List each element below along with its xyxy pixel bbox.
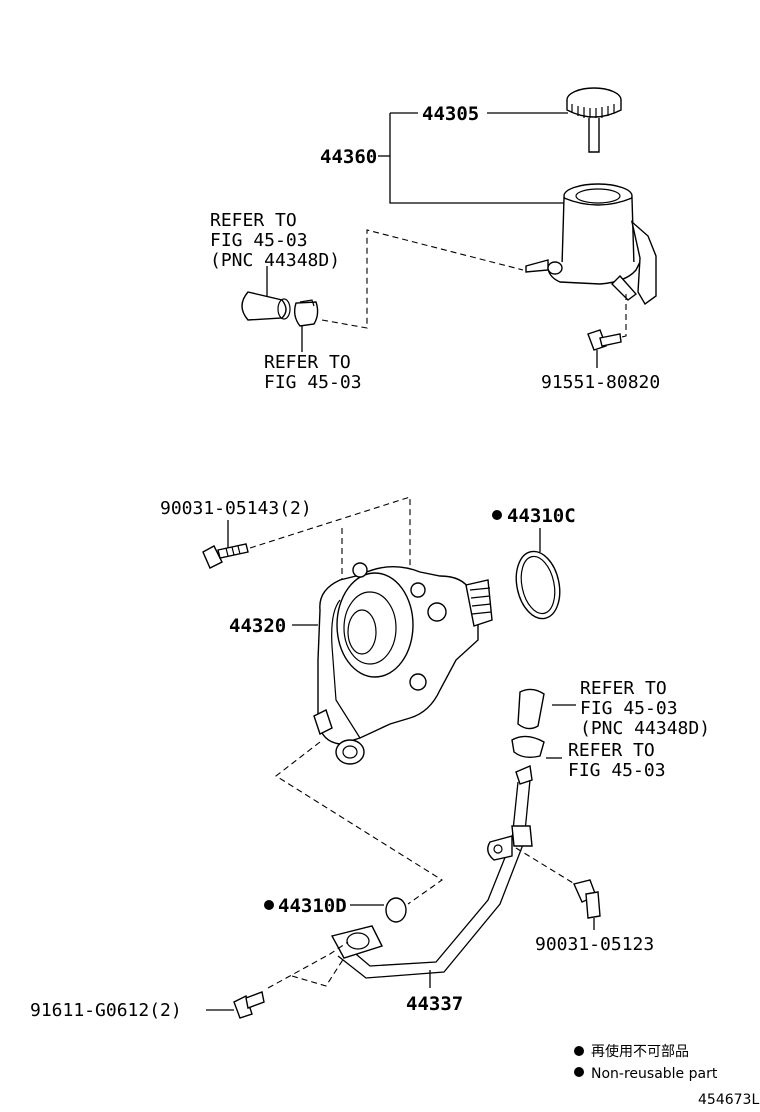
refer-block-3: REFER TO FIG 45-03 (PNC 44348D) (580, 678, 710, 739)
label-44305: 44305 (422, 103, 479, 125)
label-90031-05143: 90031-05143(2) (160, 498, 312, 519)
ref4-line2: FIG 45-03 (568, 760, 666, 781)
label-91551: 91551-80820 (541, 372, 660, 393)
leader-44360-bracket (389, 113, 565, 204)
hose-lower[interactable] (517, 688, 545, 730)
power-steering-pump-44320[interactable] (313, 562, 493, 765)
dash-bolt-top (249, 496, 411, 576)
dash-pump-outlet (275, 741, 443, 905)
hose-clamp-lower[interactable] (511, 735, 545, 759)
refer-block-4: REFER TO FIG 45-03 (568, 740, 666, 781)
hose-upper[interactable] (241, 291, 291, 321)
label-44360: 44360 (320, 146, 377, 168)
o-ring-44310c[interactable] (510, 547, 565, 622)
ref3-line1: REFER TO (580, 678, 667, 699)
ref3-line2: FIG 45-03 (580, 698, 678, 719)
o-ring-44310c-inner (520, 555, 556, 615)
dash-bolt-05123 (515, 847, 579, 887)
ref2-line1: REFER TO (264, 352, 351, 373)
label-44310d: 44310D (278, 895, 347, 917)
dash-bolt-reservoir (609, 294, 627, 341)
label-90031-05123: 90031-05123 (535, 934, 654, 955)
label-44337: 44337 (406, 993, 463, 1015)
nonreusable-dot-44310d (264, 900, 274, 910)
reservoir-cap-44305[interactable] (566, 87, 622, 153)
legend-dot-jp (574, 1046, 584, 1056)
bolt-91551[interactable] (587, 329, 622, 351)
legend: 再使用不可部品 Non-reusable part (574, 1043, 718, 1082)
legend-jp: 再使用不可部品 (591, 1043, 689, 1060)
ref4-line1: REFER TO (568, 740, 655, 761)
label-44310c: 44310C (507, 505, 576, 527)
dash-bolt-g0612-2 (291, 957, 345, 987)
ref3-line3: (PNC 44348D) (580, 718, 710, 739)
ref1-line1: REFER TO (210, 210, 297, 231)
bolt-90031-05123[interactable] (573, 879, 601, 919)
label-44320: 44320 (229, 615, 286, 637)
nonreusable-dot-44310c (492, 510, 502, 520)
hose-clamp-upper[interactable] (293, 299, 319, 327)
refer-block-1: REFER TO FIG 45-03 (PNC 44348D) (210, 210, 340, 271)
figure-id: 454673L (698, 1092, 759, 1108)
ref1-line3: (PNC 44348D) (210, 250, 340, 271)
pressure-tube-44337[interactable] (330, 764, 533, 979)
refer-block-2: REFER TO FIG 45-03 (264, 352, 362, 393)
legend-en: Non-reusable part (591, 1066, 718, 1082)
dash-hose-reservoir (321, 229, 524, 329)
legend-dot-en (574, 1067, 584, 1077)
label-91611: 91611-G0612(2) (30, 1000, 182, 1021)
gasket-44310d[interactable] (385, 897, 407, 923)
ref2-line2: FIG 45-03 (264, 372, 362, 393)
reservoir-tank-44360[interactable] (525, 183, 657, 306)
dash-bolt-g0612-1 (267, 941, 349, 989)
bolt-91611[interactable] (233, 991, 265, 1019)
bolt-90031-05143[interactable] (202, 543, 249, 569)
ref1-line2: FIG 45-03 (210, 230, 308, 251)
